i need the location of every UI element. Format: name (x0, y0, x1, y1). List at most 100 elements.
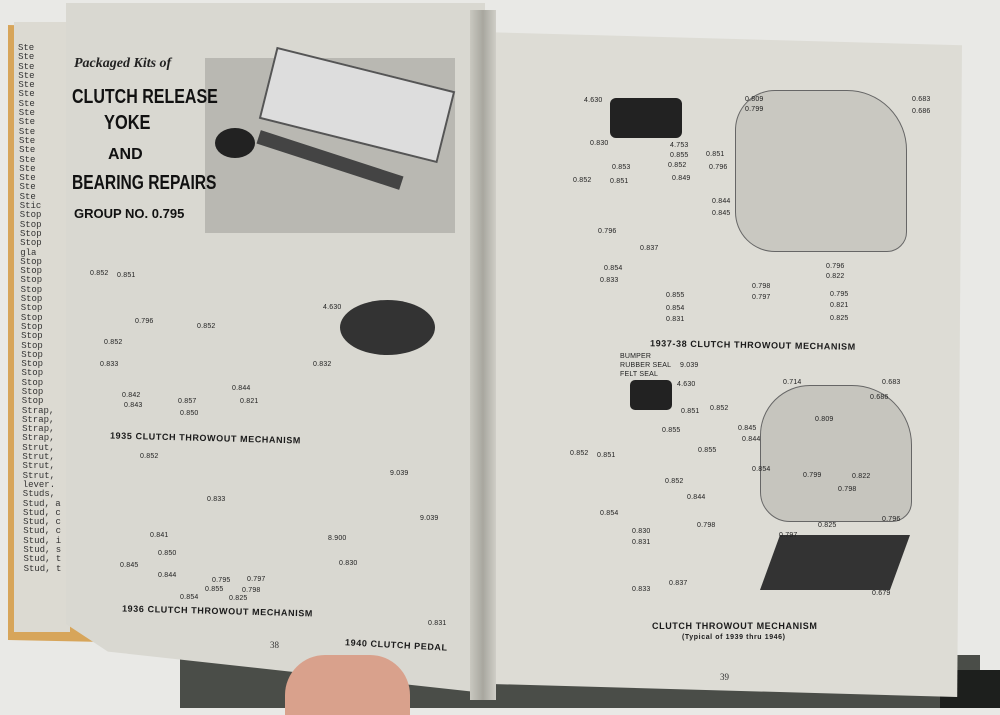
book-gutter (470, 10, 496, 700)
part-callout: 9.039 (680, 362, 699, 369)
part-callout: 0.841 (150, 532, 169, 539)
index-entry: gla (20, 247, 37, 258)
index-entry: Stop (20, 266, 42, 277)
index-entry: Stud, s (23, 545, 62, 556)
part-callout: 0.852 (140, 453, 159, 460)
part-callout: 0.796 (135, 318, 154, 325)
part-callout: 0.679 (872, 590, 891, 597)
index-entry: Stop (21, 386, 44, 397)
index-entry: Studs, (22, 489, 56, 500)
kit-photo (205, 46, 456, 233)
index-entry: Ste (19, 154, 36, 165)
part-callout: 0.853 (612, 164, 631, 171)
part-callout: 0.798 (752, 283, 771, 290)
index-entry: Stop (19, 210, 42, 221)
part-callout: 0.831 (632, 539, 651, 546)
part-callout: 0.809 (745, 96, 764, 103)
index-entry: Stop (19, 219, 42, 230)
part-callout: 0.849 (672, 175, 691, 182)
part-callout: 0.855 (662, 427, 681, 434)
part-callout: 0.851 (597, 452, 616, 459)
part-callout: 0.851 (117, 272, 136, 279)
part-callout: 0.683 (882, 379, 901, 386)
index-entry: Stud, t (23, 563, 62, 574)
pedal-pad-shape-1937 (610, 98, 682, 138)
part-callout: 0.796 (598, 228, 617, 235)
index-entry: Stop (21, 396, 44, 407)
part-callout: 0.831 (666, 316, 685, 323)
part-callout: 0.837 (640, 245, 659, 252)
part-callout: 0.798 (242, 587, 261, 594)
index-entry: Ste (19, 145, 36, 156)
part-callout: 0.854 (752, 466, 771, 473)
index-entry: Ste (19, 182, 36, 193)
part-callout: 0.854 (600, 510, 619, 517)
index-entry: Stud, c (23, 517, 61, 528)
part-callout: 0.831 (428, 620, 447, 627)
index-entry: Stop (21, 340, 43, 351)
index-entry: Stop (20, 238, 42, 249)
index-entry: Ste (18, 43, 35, 53)
index-entry: Strap, (21, 405, 55, 416)
part-callout: 0.833 (100, 361, 119, 368)
part-callout: 0.797 (247, 576, 266, 583)
index-entry: Stud, c (23, 507, 61, 518)
part-callout: 0.844 (232, 385, 251, 392)
part-callout: 0.844 (158, 572, 177, 579)
part-callout: 0.799 (803, 472, 822, 479)
part-callout: 0.830 (632, 528, 651, 535)
part-callout: FELT SEAL (620, 371, 659, 378)
part-callout: 0.852 (197, 323, 216, 330)
index-entry: Stop (20, 275, 43, 286)
part-callout: 4.753 (670, 142, 689, 149)
index-entry: Stop (21, 321, 43, 332)
part-callout: 0.844 (687, 494, 706, 501)
part-callout: 0.797 (752, 294, 771, 301)
part-callout: 0.843 (124, 402, 143, 409)
oil-pan-shape (759, 535, 911, 590)
index-entry: Ste (19, 173, 36, 184)
figure-subcaption: (Typical of 1939 thru 1946) (682, 634, 786, 641)
part-callout: RUBBER SEAL (620, 362, 672, 369)
part-callout: 0.850 (158, 550, 177, 557)
part-callout: 0.852 (90, 270, 109, 277)
index-entry: Ste (18, 89, 35, 100)
part-callout: 8.900 (328, 535, 347, 542)
index-entry: Ste (18, 108, 35, 119)
index-entry: Strap, (22, 433, 55, 444)
bearing-shape (215, 128, 255, 158)
part-callout: 0.854 (604, 265, 623, 272)
index-entry: Stop (20, 303, 43, 314)
part-callout: 0.795 (830, 291, 849, 298)
part-callout: 0.714 (783, 379, 802, 386)
part-callout: 0.796 (882, 516, 901, 523)
part-callout: BUMPER (620, 353, 652, 360)
part-callout: 0.825 (818, 522, 837, 529)
index-entry: Strut, (22, 442, 55, 453)
index-entry: Stud, a (22, 498, 61, 509)
index-entry: Ste (18, 61, 35, 72)
figure-caption: CLUTCH THROWOUT MECHANISM (652, 621, 818, 631)
part-callout: 0.686 (912, 108, 931, 115)
bellhousing-shape-1937 (735, 90, 907, 252)
part-callout: 0.833 (600, 277, 619, 284)
index-entry: Stud, c (23, 526, 61, 537)
part-callout: 0.842 (122, 392, 141, 399)
part-callout: 0.798 (838, 486, 857, 493)
index-entry: Stud, i (23, 535, 62, 546)
part-callout: 0.830 (339, 560, 358, 567)
part-callout: 4.630 (323, 304, 342, 311)
index-entry: Stop (20, 284, 43, 295)
index-entry: Stop (21, 359, 43, 370)
index-entry: Ste (18, 126, 36, 137)
kit-heading-script: Packaged Kits of (74, 56, 172, 71)
hand (285, 655, 410, 715)
index-entry: Stop (20, 294, 43, 305)
part-callout: 0.799 (745, 106, 764, 113)
index-entry: Stop (20, 256, 42, 267)
part-callout: 0.795 (212, 577, 231, 584)
page-number-right: 39 (720, 672, 729, 682)
part-callout: 0.844 (712, 198, 731, 205)
index-entry: Ste (18, 98, 35, 109)
part-callout: 0.809 (815, 416, 834, 423)
